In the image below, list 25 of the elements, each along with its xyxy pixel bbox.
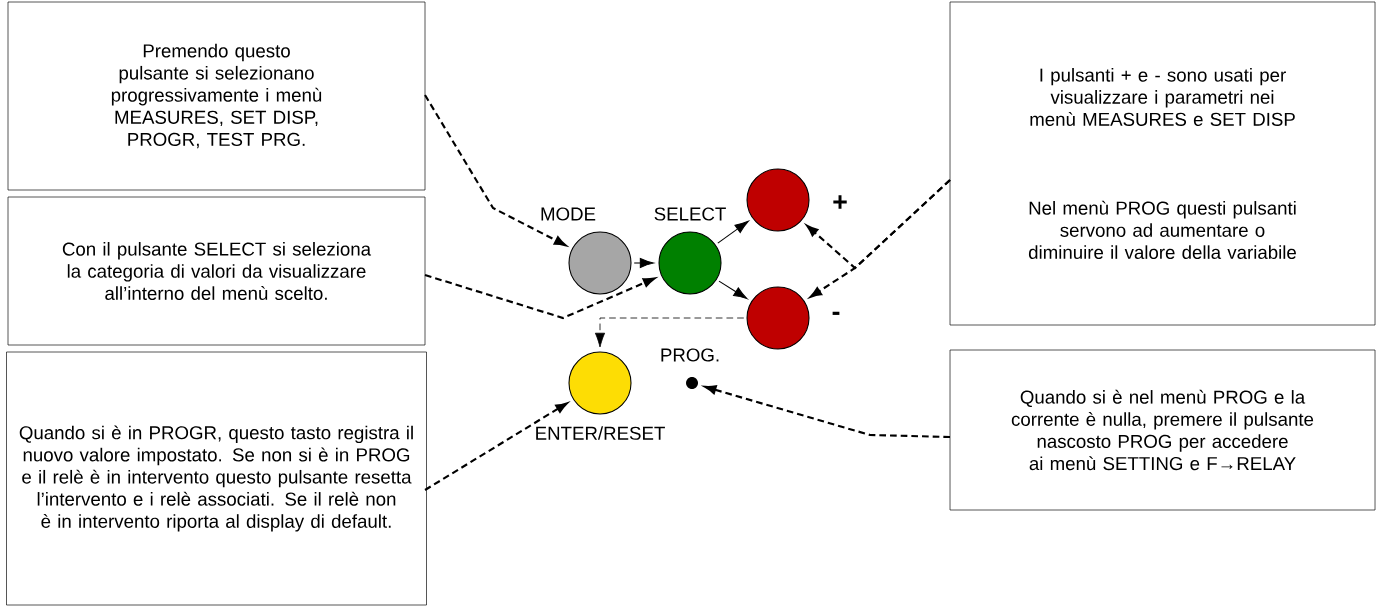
arrow	[717, 220, 749, 244]
text-box: I pulsanti + e - sono usati per visualizzare i parametri nei menù MEASURES e SET DISP Nel menù PROG questi pulsanti servono ad aumentare o diminuire il valore della variabile	[949, 1, 1376, 326]
arrow	[718, 280, 748, 300]
leader-line	[424, 94, 567, 247]
arrow	[594, 317, 745, 348]
push-button	[568, 231, 632, 295]
text-box: Quando si è in PROGR, questo tasto registra il nuovo valore impostato. Se non si è in PROG e il relè è in intervento questo pulsante resetta l’intervento e i relè associati. Se il relè non è in intervento riporta al display di default.	[6, 351, 427, 606]
leader-line	[424, 402, 568, 491]
button-label: ENTER/RESET	[536, 426, 665, 440]
button-label: +	[833, 195, 847, 209]
arrow	[633, 258, 654, 268]
text-box: Quando si è nel menù PROG e la corrente è nulla, premere il pulsante nascosto PROG per accedere ai menù SETTING e F→RELAY	[949, 349, 1376, 511]
push-button	[568, 351, 632, 415]
leader-line	[424, 274, 656, 320]
leader-line	[809, 179, 951, 298]
text-box: Premendo questo pulsante si selezionano progressivamente i menù MEASURES, SET DISP, PROGR, TEST PRG.	[7, 1, 426, 191]
button-label: -	[832, 311, 840, 315]
push-button	[746, 168, 810, 232]
leader-line	[704, 385, 951, 439]
push-button	[746, 286, 810, 350]
text-box: Con il pulsante SELECT si seleziona la categoria di valori da visualizzare all’interno del menù scelto.	[7, 196, 426, 346]
button-label: MODE	[541, 207, 596, 221]
button-label: PROG.	[661, 348, 719, 362]
push-button	[658, 231, 722, 295]
button-label: SELECT	[654, 207, 726, 221]
